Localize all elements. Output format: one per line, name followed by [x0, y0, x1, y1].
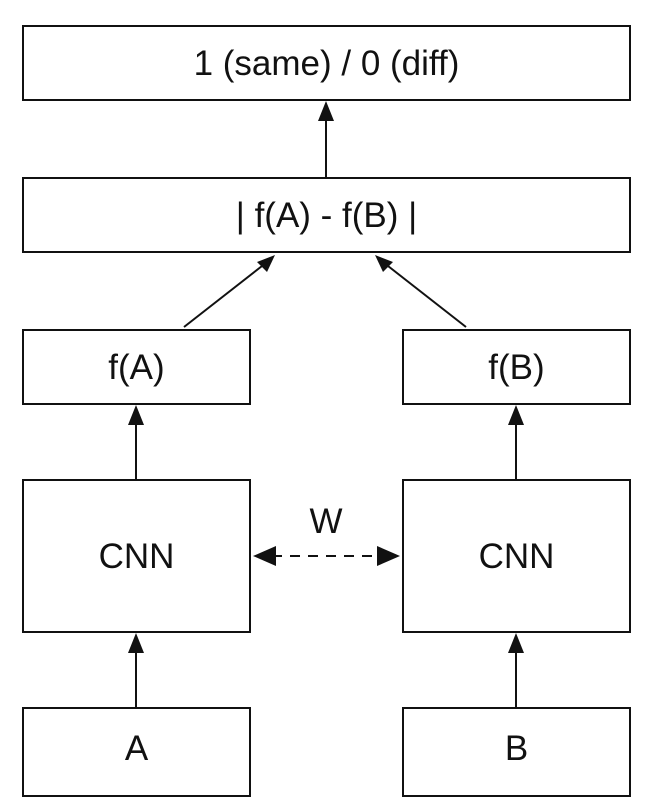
arrowhead-fb	[508, 405, 524, 425]
arrowhead-diff-right	[375, 255, 393, 272]
embedding-a-label: f(A)	[108, 347, 165, 387]
edge-fb-to-diff	[387, 265, 467, 328]
difference-node: | f(A) - f(B) |	[22, 177, 631, 253]
arrowhead-shared-left	[253, 546, 276, 566]
cnn-b-label: CNN	[478, 536, 555, 576]
embedding-a-node: f(A)	[22, 329, 251, 405]
output-node: 1 (same) / 0 (diff)	[22, 25, 631, 101]
cnn-a-node: CNN	[22, 479, 251, 633]
arrowhead-output	[318, 101, 334, 121]
difference-label: | f(A) - f(B) |	[235, 195, 418, 235]
shared-weights-label: W	[309, 502, 343, 541]
input-a-label: A	[124, 729, 149, 768]
input-b-node: B	[402, 707, 631, 797]
diagram-edges	[128, 101, 524, 707]
edge-fa-to-diff	[183, 265, 263, 328]
input-a-node: A	[22, 707, 251, 797]
embedding-b-node: f(B)	[402, 329, 631, 405]
arrowhead-cnn-b	[508, 633, 524, 653]
arrowhead-diff-left	[257, 255, 275, 272]
arrowhead-cnn-a	[128, 633, 144, 653]
input-b-label: B	[504, 729, 529, 768]
cnn-a-label: CNN	[98, 536, 175, 576]
output-label: 1 (same) / 0 (diff)	[193, 43, 460, 83]
embedding-b-label: f(B)	[488, 347, 545, 387]
siamese-network-diagram: 1 (same) / 0 (diff) | f(A) - f(B) | f(A)…	[22, 25, 631, 797]
arrowhead-fa	[128, 405, 144, 425]
arrowhead-shared-right	[377, 546, 400, 566]
cnn-b-node: CNN	[402, 479, 631, 633]
